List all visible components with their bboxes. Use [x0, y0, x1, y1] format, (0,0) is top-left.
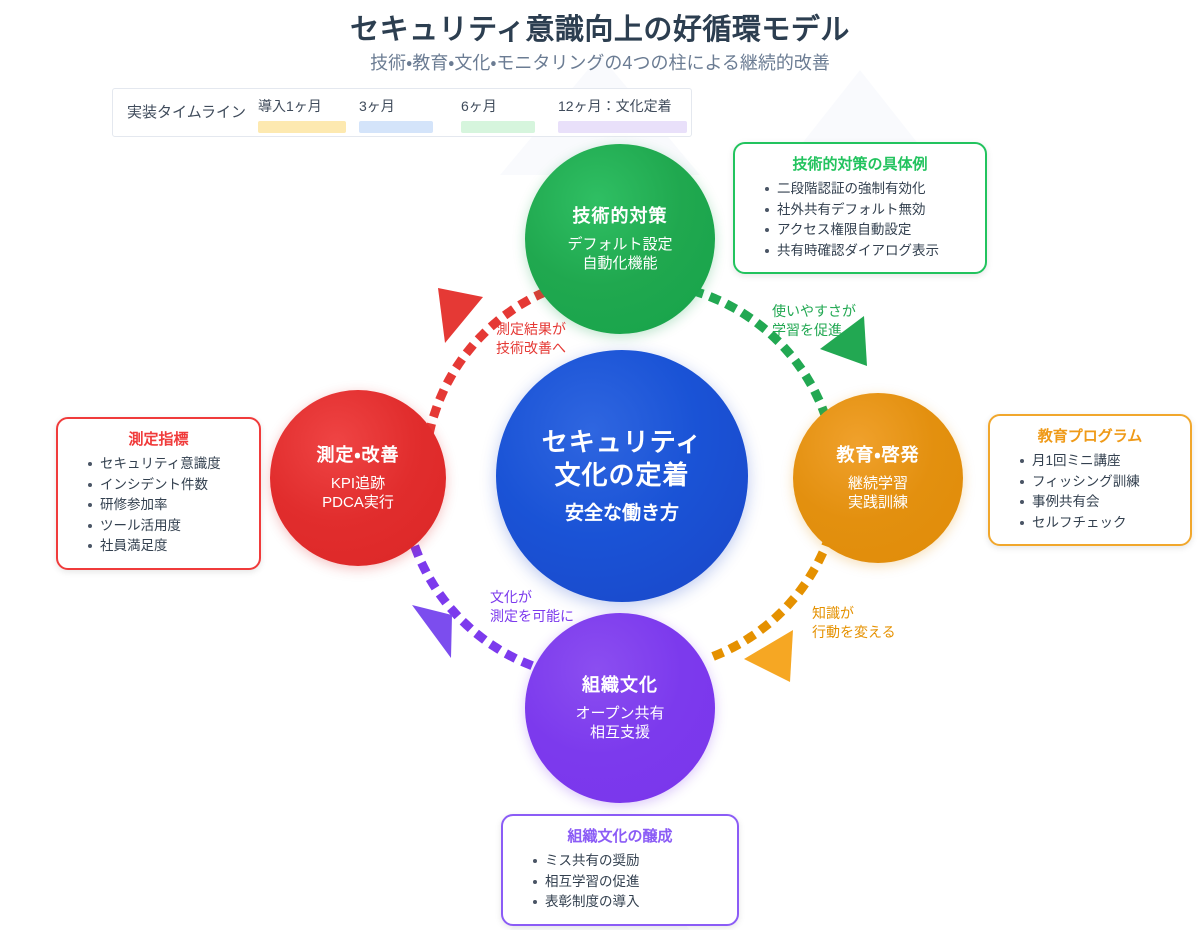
page-title: セキュリティ意識向上の好循環モデル: [350, 14, 850, 46]
node-culture[interactable]: 組織文化 オープン共有 相互支援: [525, 613, 715, 803]
arrow-label-line2: 技術改善へ: [496, 339, 566, 356]
list-item: セキュリティ意識度: [88, 454, 245, 475]
list-item: 二段階認証の強制有効化: [765, 179, 971, 200]
callout-measure: 測定指標 セキュリティ意識度 インシデント件数 研修参加率 ツール活用度 社員満…: [56, 417, 261, 570]
arrow-label-line1: 測定結果が: [496, 321, 566, 337]
timeline-segment-label: 導入1ヶ月: [258, 98, 322, 114]
list-item: 社外共有デフォルト無効: [765, 200, 971, 221]
node-education-sub-line1: 継続学習: [847, 474, 908, 492]
callout-measure-title: 測定指標: [128, 431, 189, 448]
list-item: 事例共有会: [1020, 492, 1176, 513]
node-culture-sub-line1: オープン共有: [575, 704, 665, 722]
list-item: ツール活用度: [88, 516, 245, 537]
callout-tech: 技術的対策の具体例 二段階認証の強制有効化 社外共有デフォルト無効 アクセス権限…: [733, 142, 987, 275]
arrow-label-line1: 文化が: [490, 589, 532, 605]
page-subtitle: 技術・教育・文化・モニタリングの4つの柱による継続的改善: [370, 53, 830, 73]
node-center-subtitle: 安全な働き方: [564, 502, 679, 524]
list-item: ミス共有の奨励: [533, 851, 723, 872]
callout-tech-list: 二段階認証の強制有効化 社外共有デフォルト無効 アクセス権限自動設定 共有時確認…: [749, 179, 971, 261]
callout-culture-list: ミス共有の奨励 相互学習の促進 表彰制度の導入: [517, 851, 723, 913]
arrow-label-tech-to-education: 使いやすさが 学習を促進: [772, 302, 856, 340]
callout-tech-title: 技術的対策の具体例: [792, 156, 928, 173]
timeline-label: 実装タイムライン: [127, 104, 246, 121]
arrow-label-line1: 知識が: [812, 605, 854, 621]
node-center-title-line1: セキュリティ: [541, 427, 703, 458]
list-item: アクセス権限自動設定: [765, 220, 971, 241]
callout-education: 教育プログラム 月1回ミニ講座 フィッシング訓練 事例共有会 セルフチェック: [988, 414, 1192, 547]
arrow-label-line2: 行動を変える: [812, 623, 896, 640]
callout-culture-title: 組織文化の醸成: [567, 828, 673, 845]
timeline-segment-2: 3ヶ月: [359, 96, 449, 133]
list-item: フィッシング訓練: [1020, 472, 1176, 493]
timeline-segment-3: 6ヶ月: [461, 96, 551, 133]
callout-culture: 組織文化の醸成 ミス共有の奨励 相互学習の促進 表彰制度の導入: [501, 814, 739, 926]
timeline-segment-1: 導入1ヶ月: [258, 96, 348, 133]
list-item: 表彰制度の導入: [533, 892, 723, 913]
timeline-segment-label: 3ヶ月: [359, 98, 395, 114]
callout-education-title: 教育プログラム: [1037, 428, 1143, 445]
timeline-segment-label: 6ヶ月: [461, 98, 497, 114]
node-center[interactable]: セキュリティ 文化の定着 安全な働き方: [496, 350, 748, 602]
arrow-label-education-to-culture: 知識が 行動を変える: [812, 604, 896, 642]
node-culture-title: 組織文化: [582, 674, 658, 695]
callout-education-list: 月1回ミニ講座 フィッシング訓練 事例共有会 セルフチェック: [1004, 451, 1176, 533]
timeline-segment-bar: [558, 121, 687, 133]
node-education[interactable]: 教育・啓発 継続学習 実践訓練: [793, 393, 963, 563]
callout-measure-list: セキュリティ意識度 インシデント件数 研修参加率 ツール活用度 社員満足度: [72, 454, 245, 557]
list-item: 研修参加率: [88, 495, 245, 516]
node-tech-sub-line2: 自動化機能: [582, 255, 658, 273]
node-measure[interactable]: 測定・改善 KPI追跡 PDCA実行: [270, 390, 446, 566]
list-item: 社員満足度: [88, 536, 245, 557]
node-measure-sub-line2: PDCA実行: [322, 494, 394, 512]
list-item: 相互学習の促進: [533, 872, 723, 893]
arrow-label-measure-to-tech: 測定結果が 技術改善へ: [496, 320, 566, 358]
node-center-title-line2: 文化の定着: [554, 460, 690, 491]
arrow-label-line2: 測定を可能に: [490, 607, 574, 624]
timeline-segment-bar: [359, 121, 433, 133]
node-tech-sub-line1: デフォルト設定: [567, 235, 673, 253]
node-culture-sub-line2: 相互支援: [589, 724, 650, 742]
arrow-label-line1: 使いやすさが: [772, 303, 856, 319]
timeline-segment-bar: [258, 121, 346, 133]
timeline-segment-label: 12ヶ月：文化定着: [558, 98, 672, 114]
arrow-label-culture-to-measure: 文化が 測定を可能に: [490, 588, 574, 626]
node-measure-sub-line1: KPI追跡: [330, 474, 386, 492]
implementation-timeline: 実装タイムライン 導入1ヶ月 3ヶ月 6ヶ月 12ヶ月：文化定着: [112, 88, 692, 137]
node-measure-title: 測定・改善: [316, 444, 400, 465]
node-education-sub-line2: 実践訓練: [847, 494, 908, 512]
node-tech[interactable]: 技術的対策 デフォルト設定 自動化機能: [525, 144, 715, 334]
list-item: 月1回ミニ講座: [1020, 451, 1176, 472]
list-item: インシデント件数: [88, 475, 245, 496]
timeline-segment-4: 12ヶ月：文化定着: [558, 96, 688, 133]
list-item: セルフチェック: [1020, 513, 1176, 534]
timeline-segment-bar: [461, 121, 535, 133]
list-item: 共有時確認ダイアログ表示: [765, 241, 971, 262]
arrow-label-line2: 学習を促進: [772, 321, 842, 338]
node-tech-title: 技術的対策: [572, 205, 668, 226]
node-education-title: 教育・啓発: [836, 444, 920, 465]
